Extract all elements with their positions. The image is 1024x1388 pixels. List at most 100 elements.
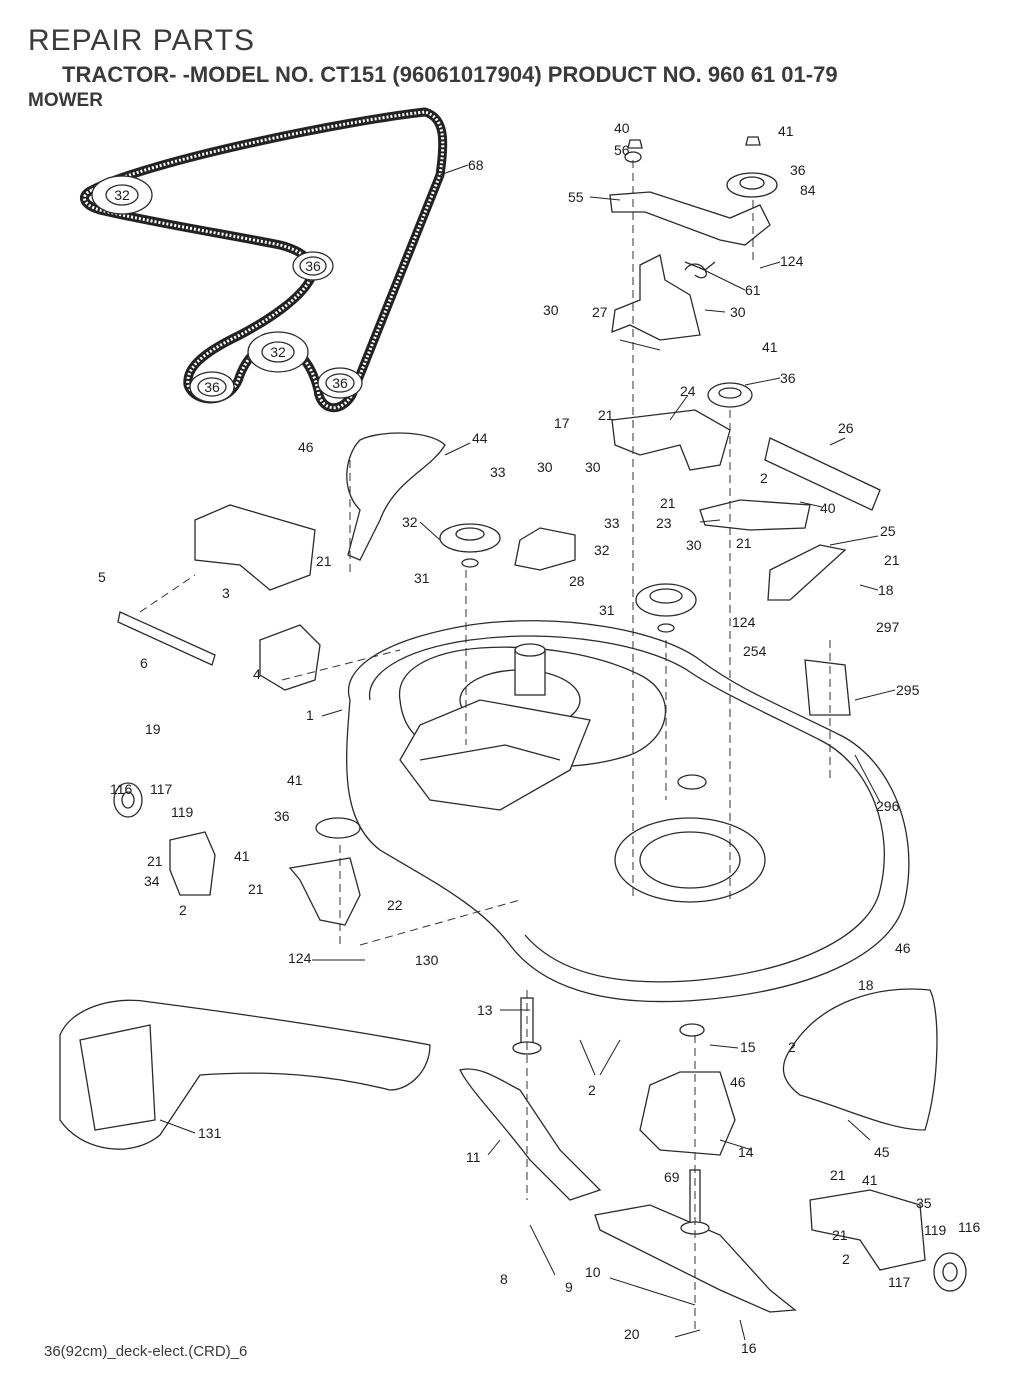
callout-1: 1 <box>306 707 314 723</box>
callout-31: 31 <box>599 602 615 618</box>
pulley-center: 32 <box>247 331 309 373</box>
callout-30: 30 <box>537 459 553 475</box>
callout-33: 33 <box>490 464 506 480</box>
callout-21: 21 <box>598 407 614 423</box>
callout-41: 41 <box>862 1172 878 1188</box>
pulley-label: 36 <box>204 379 220 395</box>
callout-2: 2 <box>788 1039 796 1055</box>
callout-21: 21 <box>147 853 163 869</box>
callout-2: 2 <box>588 1082 596 1098</box>
callout-19: 19 <box>145 721 161 737</box>
callout-117: 117 <box>888 1274 911 1290</box>
idler-bracket-assembly <box>609 136 881 601</box>
section-label: MOWER <box>28 90 103 111</box>
callout-22: 22 <box>387 897 403 913</box>
callout-40: 40 <box>614 120 630 136</box>
callout-30: 30 <box>543 302 559 318</box>
callout-295: 295 <box>896 682 920 698</box>
callout-35: 35 <box>916 1195 932 1211</box>
callout-41: 41 <box>287 772 303 788</box>
callout-31: 31 <box>414 570 430 586</box>
callout-21: 21 <box>316 553 332 569</box>
callout-21: 21 <box>660 495 676 511</box>
pulley-top-left: 32 <box>91 175 153 215</box>
callout-32: 32 <box>594 542 610 558</box>
callout-11: 11 <box>466 1149 481 1165</box>
pulley-label: 36 <box>332 375 348 391</box>
callout-56: 56 <box>614 142 630 158</box>
callout-16: 16 <box>741 1340 757 1356</box>
mower-deck-shell <box>346 620 910 1003</box>
pulley-label: 32 <box>114 187 130 203</box>
page-title: REPAIR PARTS <box>28 24 256 57</box>
callout-124: 124 <box>780 253 804 269</box>
callout-21: 21 <box>248 881 264 897</box>
callout-2: 2 <box>760 470 768 486</box>
callout-61: 61 <box>745 282 761 298</box>
callout-13: 13 <box>477 1002 493 1018</box>
callout-41: 41 <box>778 123 794 139</box>
pulley-label: 32 <box>270 344 286 360</box>
callout-6: 6 <box>140 655 148 671</box>
leader-lines <box>159 196 896 1341</box>
callout-46: 46 <box>298 439 314 455</box>
callout-2: 2 <box>842 1251 850 1267</box>
callout-21: 21 <box>832 1227 848 1243</box>
callout-36: 36 <box>274 808 290 824</box>
callout-41: 41 <box>762 339 778 355</box>
callout-23: 23 <box>656 515 672 531</box>
callout-34: 34 <box>144 873 160 889</box>
callout-40: 40 <box>820 500 836 516</box>
pulley-lower-left: 36 <box>189 371 235 403</box>
gauge-wheel-assemblies <box>113 782 967 1292</box>
callout-32: 32 <box>402 514 418 530</box>
callout-116: 116 <box>958 1219 981 1235</box>
callout-17: 17 <box>554 415 570 431</box>
callout-296: 296 <box>876 798 900 814</box>
callout-28: 28 <box>569 573 585 589</box>
belt-routing-diagram: 32 36 32 36 36 <box>80 107 469 413</box>
callout-84: 84 <box>800 182 816 198</box>
callout-3: 3 <box>222 585 230 601</box>
callout-5: 5 <box>98 569 106 585</box>
callout-119: 119 <box>171 804 194 820</box>
callout-2: 2 <box>179 902 187 918</box>
callout-131: 131 <box>198 1125 222 1141</box>
callout-68: 68 <box>468 157 484 173</box>
callout-36: 36 <box>780 370 796 386</box>
callout-119: 119 <box>924 1222 947 1238</box>
callout-69: 69 <box>664 1169 680 1185</box>
callout-18: 18 <box>878 582 894 598</box>
callout-254: 254 <box>743 643 767 659</box>
callout-46: 46 <box>730 1074 746 1090</box>
callout-24: 24 <box>680 383 696 399</box>
pulley-label: 36 <box>305 258 321 274</box>
callout-21: 21 <box>830 1167 846 1183</box>
callout-297: 297 <box>876 619 900 635</box>
callout-9: 9 <box>565 1279 573 1295</box>
callout-21: 21 <box>884 552 900 568</box>
callout-44: 44 <box>472 430 488 446</box>
assembly-guidelines <box>139 160 831 1330</box>
callout-33: 33 <box>604 515 620 531</box>
callout-41: 41 <box>234 848 250 864</box>
pulley-idler-upper: 36 <box>292 251 334 281</box>
callout-30: 30 <box>585 459 601 475</box>
callout-36: 36 <box>790 162 806 178</box>
callout-20: 20 <box>624 1326 640 1342</box>
model-subtitle: TRACTOR- -MODEL NO. CT151 (96061017904) … <box>62 62 838 87</box>
pulley-parts <box>117 432 851 716</box>
callout-45: 45 <box>874 1144 890 1160</box>
callout-124: 124 <box>288 950 312 966</box>
callout-8: 8 <box>500 1271 508 1287</box>
pulley-lower-right: 36 <box>317 367 363 399</box>
callout-27: 27 <box>592 304 608 320</box>
callout-55: 55 <box>568 189 584 205</box>
callout-15: 15 <box>740 1039 756 1055</box>
callout-18: 18 <box>858 977 874 993</box>
callout-26: 26 <box>838 420 854 436</box>
callout-25: 25 <box>880 523 896 539</box>
callout-46: 46 <box>895 940 911 956</box>
drawing-id: 36(92cm)_deck-elect.(CRD)_6 <box>44 1343 248 1360</box>
